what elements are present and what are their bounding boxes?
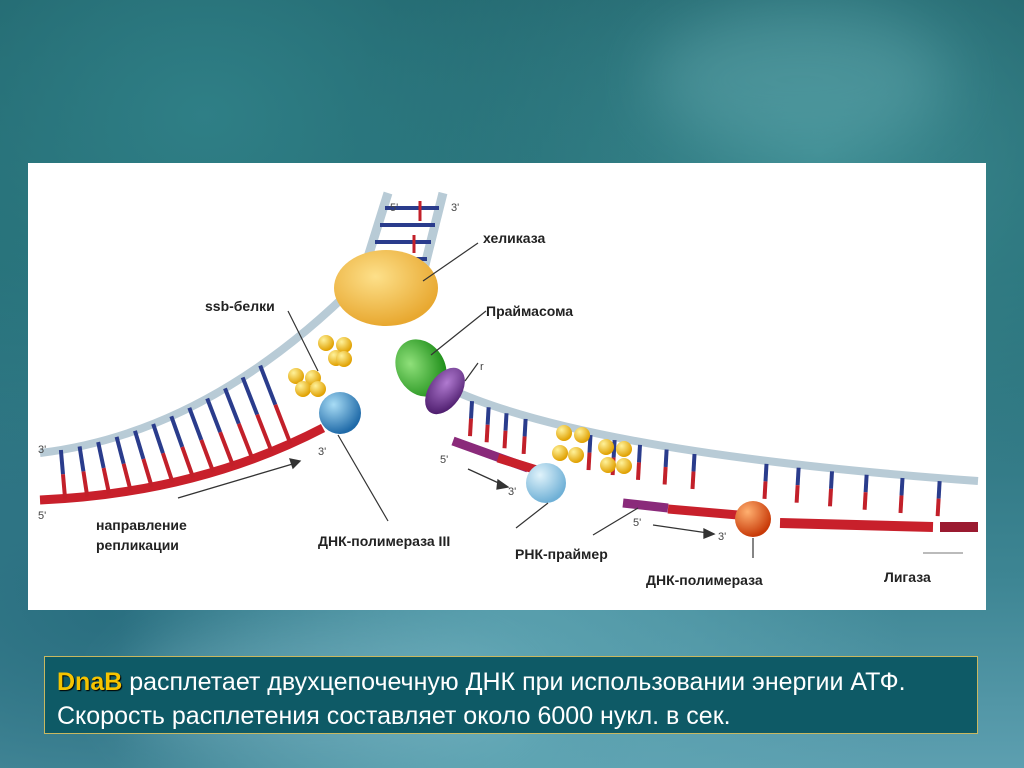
base-pair-rung [691, 453, 697, 472]
base-pair-rung [862, 492, 868, 510]
end-pol3-3: 3' [318, 446, 326, 458]
label-direction-1: направление [96, 517, 187, 533]
label-ssb: ssb-белки [205, 298, 275, 314]
base-pair-rung [205, 397, 223, 433]
base-pair-rung [829, 471, 834, 489]
end-left-3: 3' [38, 444, 46, 456]
label-dna-pol: ДНК-полимераза [646, 572, 763, 588]
lagging-strand [446, 384, 979, 554]
base-pair-rung [636, 462, 641, 480]
base-pair-rung [484, 424, 490, 443]
ssb-proteins [288, 335, 632, 474]
base-pair-rung [662, 466, 668, 485]
base-pair-rung [121, 463, 133, 492]
label-primasome: Праймасома [486, 303, 573, 319]
base-pair-rung [199, 439, 216, 473]
end-top-3: 3' [451, 202, 459, 214]
base-pair-rung [522, 418, 528, 437]
base-pair-rung [114, 436, 126, 465]
base-pair-rung [469, 401, 474, 419]
base-pair-rung [795, 467, 801, 486]
base-pair-rung [101, 467, 112, 495]
base-pair-rung [58, 449, 65, 475]
base-pair-rung [187, 407, 204, 441]
base-pair-rung [828, 488, 833, 507]
base-pair-rung [863, 474, 869, 493]
label-rna-primer: РНК-праймер [515, 546, 608, 562]
caption-text: расплетает двухцепочечную ДНК при исполь… [57, 668, 906, 730]
base-pair-rung [81, 471, 90, 497]
diagram-panel: хеликаза ssb-белки Праймасома направлени… [28, 163, 986, 610]
base-pair-rung [663, 449, 669, 468]
base-pair-rung [503, 413, 509, 431]
base-pair-rung [151, 423, 165, 454]
replication-fork-diagram: хеликаза ssb-белки Праймасома направлени… [38, 191, 979, 588]
dna-polymerase-lagging [526, 463, 566, 503]
base-pair-rung [60, 474, 68, 499]
rna-primer-segment [622, 498, 669, 513]
okazaki-fragment [779, 518, 934, 532]
base-pair-rung [935, 498, 941, 517]
base-pair-rung [218, 431, 235, 467]
base-pair-rung [690, 471, 696, 490]
leading-rungs [58, 364, 293, 499]
base-pair-rung [637, 444, 642, 463]
base-pair-rung [223, 387, 241, 425]
label-ligase: Лигаза [884, 569, 931, 585]
okazaki-fragment [667, 504, 739, 520]
base-pair-rung [521, 436, 527, 455]
direction-arrows [177, 458, 716, 539]
base-pair-rung [763, 463, 769, 482]
base-pair-rung [587, 434, 593, 453]
end-lag-3a: 3' [508, 486, 516, 498]
base-pair-rung [485, 407, 491, 425]
end-left-5: 5' [38, 510, 46, 522]
end-lag-3b: 3' [718, 531, 726, 543]
base-pair-rung [586, 452, 592, 471]
end-tiny-mark: r [480, 361, 484, 373]
lagging-rungs [468, 401, 942, 517]
end-lag-5a: 5' [440, 454, 448, 466]
base-pair-rung [468, 418, 473, 437]
leading-strand [39, 280, 361, 505]
base-pair-rung [141, 458, 154, 488]
base-pair-rung [936, 480, 942, 499]
end-lag-5b: 5' [633, 517, 641, 529]
base-pair-rung [96, 441, 106, 469]
caption-highlight: DnaB [57, 668, 123, 696]
end-top-5: 5' [390, 202, 398, 214]
dna-polymerase-iii [319, 392, 361, 434]
base-pair-rung [240, 376, 260, 416]
background-glow [650, 10, 950, 150]
base-pair-rung [255, 413, 274, 453]
base-pair-rung [898, 495, 904, 514]
label-helicase: хеликаза [483, 230, 545, 246]
base-pair-rung [899, 477, 905, 496]
caption-box: DnaB расплетает двухцепочечную ДНК при и… [44, 656, 978, 734]
base-pair-rung [502, 430, 508, 449]
base-pair-rung [236, 422, 255, 460]
label-pol3: ДНК-полимераза III [318, 533, 450, 549]
base-pair-rung [161, 452, 175, 484]
base-pair-rung [611, 439, 617, 458]
helicase-blob [334, 250, 438, 326]
base-pair-rung [794, 485, 800, 503]
base-pair-rung [273, 403, 293, 445]
base-pair-rung [180, 446, 196, 479]
base-pair-rung [258, 364, 278, 406]
label-direction-2: репликации [96, 537, 179, 553]
dna-polymerase-i [735, 501, 771, 537]
base-pair-rung [169, 415, 185, 448]
base-pair-rung [762, 481, 768, 499]
primase-purple [425, 367, 465, 415]
leader-lines [287, 242, 754, 558]
base-pair-rung [133, 430, 146, 460]
base-pair-rung [77, 446, 86, 472]
